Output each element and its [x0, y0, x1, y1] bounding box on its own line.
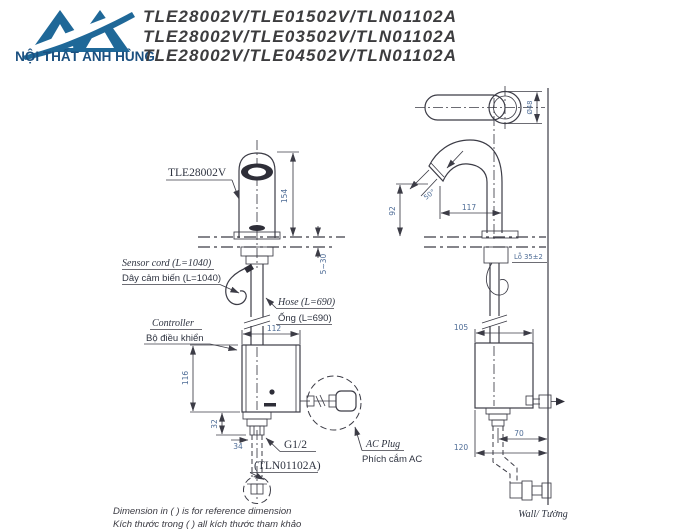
dim-117: 117 [462, 203, 477, 212]
cord-clip [244, 264, 254, 273]
logo-swoosh [22, 12, 135, 60]
ac-plug-body [335, 390, 357, 412]
outlet-fitting [242, 411, 272, 420]
controller-box-side [474, 342, 534, 409]
ac-plug-detail-circle [306, 375, 362, 431]
shank-side [483, 246, 509, 264]
cable-gland [525, 395, 534, 406]
supply-pipe-side [492, 426, 511, 483]
dim-70: 70 [514, 429, 524, 438]
stop-valve [250, 483, 264, 495]
label-leader [231, 179, 240, 200]
pipe-break [481, 320, 508, 330]
spout-top-view [424, 94, 506, 121]
front-view: TLE28002V 154 5~30 Sensor cord (L=1040) … [122, 140, 422, 504]
ac-plug-arrow [556, 397, 565, 406]
model-titles: TLE28002V/TLE01502V/TLN01102A TLE28002V/… [143, 7, 563, 66]
label-leader [249, 472, 265, 480]
logo-company-name: NỘI THẤT ANH HÙNG [15, 49, 155, 64]
base-flange-side [481, 230, 519, 239]
base-flange [233, 231, 281, 240]
sensor-beam-arrow [446, 150, 464, 169]
model-title-1: TLE28002V/TLE01502V/TLN01102A [143, 7, 458, 26]
sensor-cord-label-vi: Dây cảm biến (L=1040) [122, 273, 221, 284]
dim-116: 116 [181, 371, 190, 386]
ac-plug-label-vi: Phích cắm AC [362, 454, 422, 465]
model-title-2: TLE28002V/TLE03502V/TLN01102A [143, 26, 458, 46]
sensor-window-lens [248, 167, 266, 177]
ac-plug-side [538, 394, 552, 409]
model-title-3: TLE28002V/TLE04502V/TLN01102A [143, 46, 458, 65]
spout-profile [428, 139, 503, 183]
controller-slot [264, 403, 276, 407]
spout-base-ring-inner [493, 95, 517, 120]
wall-label: Wall/ Tường [518, 509, 568, 520]
controller-box [241, 344, 301, 413]
logo-swoosh-gap [22, 11, 131, 60]
outlet-fitting-side [488, 413, 508, 421]
thread-fitting [249, 425, 265, 436]
wall-valve-flange [541, 482, 552, 499]
label-leader [265, 297, 277, 309]
logo-triangle-right-cutout [86, 24, 114, 48]
hole-label: Lỗ 35±2 [514, 252, 543, 261]
label-leader [265, 437, 281, 452]
valve-model-label: (TLN01102A) [254, 460, 321, 472]
side-view: Ø48 50° 92 117 L [388, 86, 568, 520]
dim-105: 105 [454, 323, 469, 332]
controller-label-vi: Bộ điều khiển [146, 333, 204, 344]
faucet-body [238, 152, 276, 238]
dim-154: 154 [280, 189, 289, 204]
controller-label-en: Controller [152, 318, 194, 329]
sensor-face [430, 162, 445, 178]
sensor-cord-side [485, 262, 509, 296]
pipe-break [243, 320, 271, 330]
outlet-fitting-side [485, 407, 511, 415]
detection-line [409, 169, 430, 190]
dim-92: 92 [388, 206, 397, 216]
cable-break [319, 394, 326, 407]
dim-deck: 5~30 [319, 253, 328, 274]
outlet-fitting [246, 418, 268, 427]
dim-angle: 50° [422, 188, 436, 202]
shank [245, 255, 269, 265]
sensor-cord-label-en: Sensor cord (L=1040) [122, 258, 212, 269]
spout-outlet [249, 225, 265, 231]
footer-note-en: Dimension in ( ) is for reference dimens… [113, 506, 291, 517]
footer-note-vi: Kích thước trong ( ) all kích thước tham… [113, 519, 301, 530]
thread-fitting-side [491, 419, 505, 427]
hose-label-vi: Ống (L=690) [278, 312, 332, 324]
company-logo: NỘI THẤT ANH HÙNG [8, 2, 158, 68]
wall-valve [509, 482, 523, 499]
pipe-break [481, 314, 508, 324]
wall-valve-body [521, 480, 533, 501]
cable-break [315, 395, 322, 408]
dim-32: 32 [210, 419, 219, 429]
dim-diameter: Ø48 [526, 101, 534, 115]
spout-base-ring [488, 90, 522, 125]
ac-plug-label-en: AC Plug [365, 439, 400, 450]
dim-120: 120 [454, 443, 469, 452]
thread-label: G1/2 [284, 439, 307, 451]
controller-led [269, 389, 275, 395]
dim-112: 112 [267, 324, 282, 333]
wall-valve-stub [531, 485, 543, 496]
label-leader [219, 284, 240, 294]
dim-34: 34 [233, 442, 243, 451]
hose-label-en: Hose (L=690) [277, 297, 336, 308]
front-model-label: TLE28002V [168, 167, 227, 179]
logo-mark: NỘI THẤT ANH HÙNG [15, 10, 155, 64]
technical-drawing: TLE28002V 154 5~30 Sensor cord (L=1040) … [113, 86, 568, 530]
footer-notes: Dimension in ( ) is for reference dimens… [113, 506, 301, 530]
sensor-cord [225, 265, 252, 306]
pipe-break [243, 314, 271, 324]
detection-line [420, 178, 438, 197]
label-leader [354, 426, 363, 451]
